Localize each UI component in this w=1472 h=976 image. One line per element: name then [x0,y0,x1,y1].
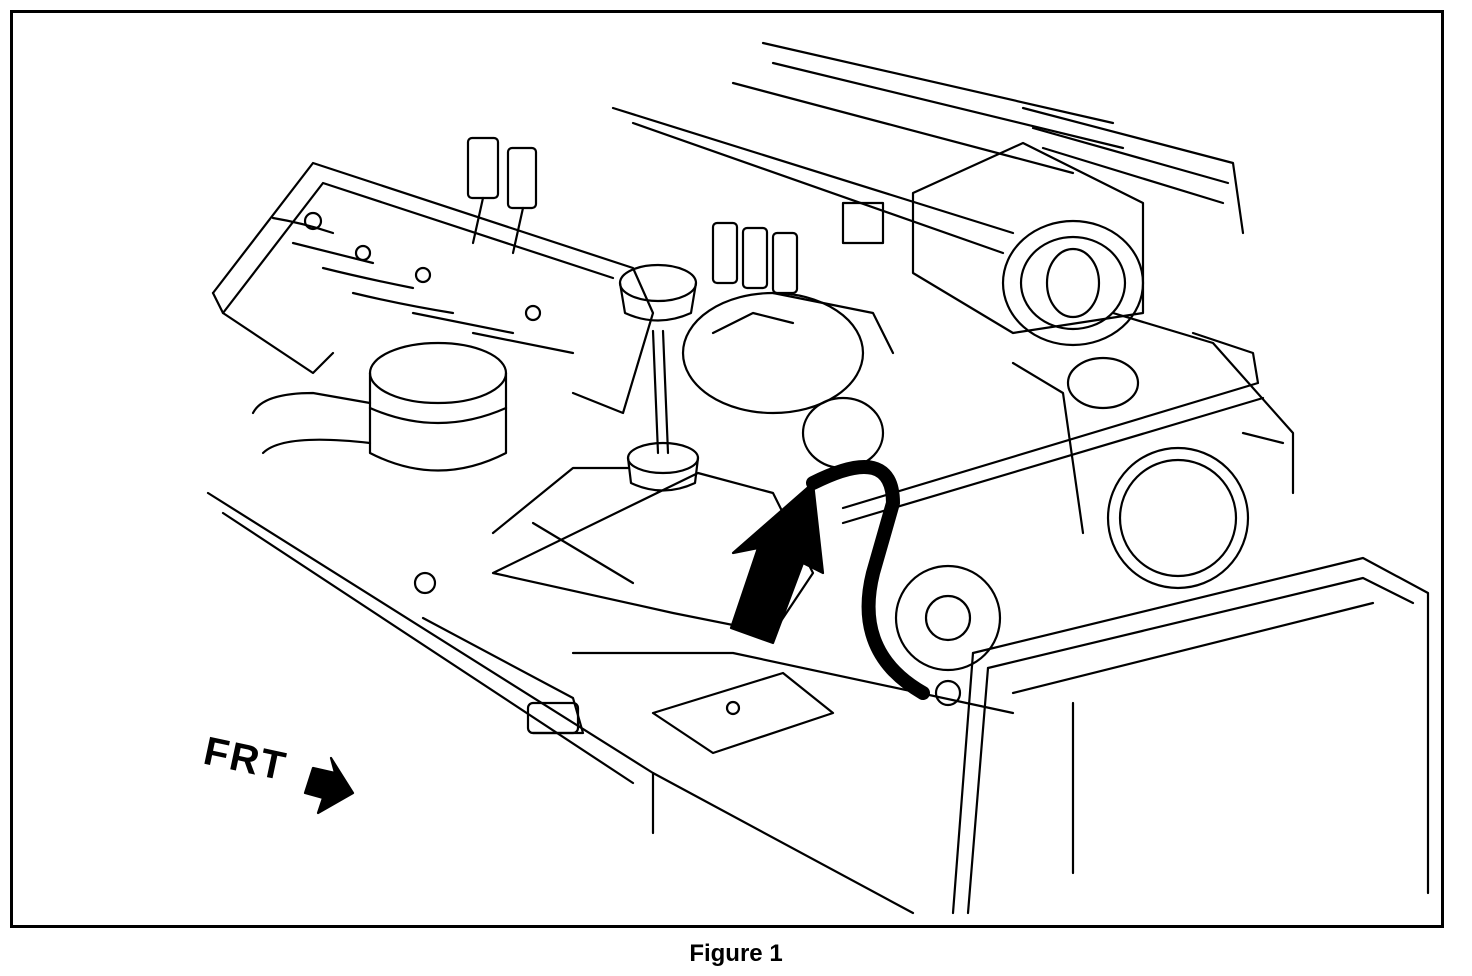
up-arrow [729,481,825,645]
figure-frame: FRT [10,10,1444,928]
valve-cover [211,161,655,415]
metal-line [841,331,1265,525]
oil-fill-cap [618,263,698,455]
radiator [951,556,1430,915]
engine-line-drawing [206,41,1430,915]
intake-manifold [611,41,1245,255]
core-support [413,571,962,755]
alternator [681,291,895,470]
throttle-body [911,141,1145,347]
oil-filter [251,341,508,472]
figure-caption: Figure 1 [689,940,783,967]
pulleys [894,356,1250,672]
engine-block-right [1011,311,1295,535]
hood-outline [206,491,1015,915]
hose [806,460,930,700]
reservoir-cap [626,441,700,492]
frt-arrow-icon [303,756,355,815]
